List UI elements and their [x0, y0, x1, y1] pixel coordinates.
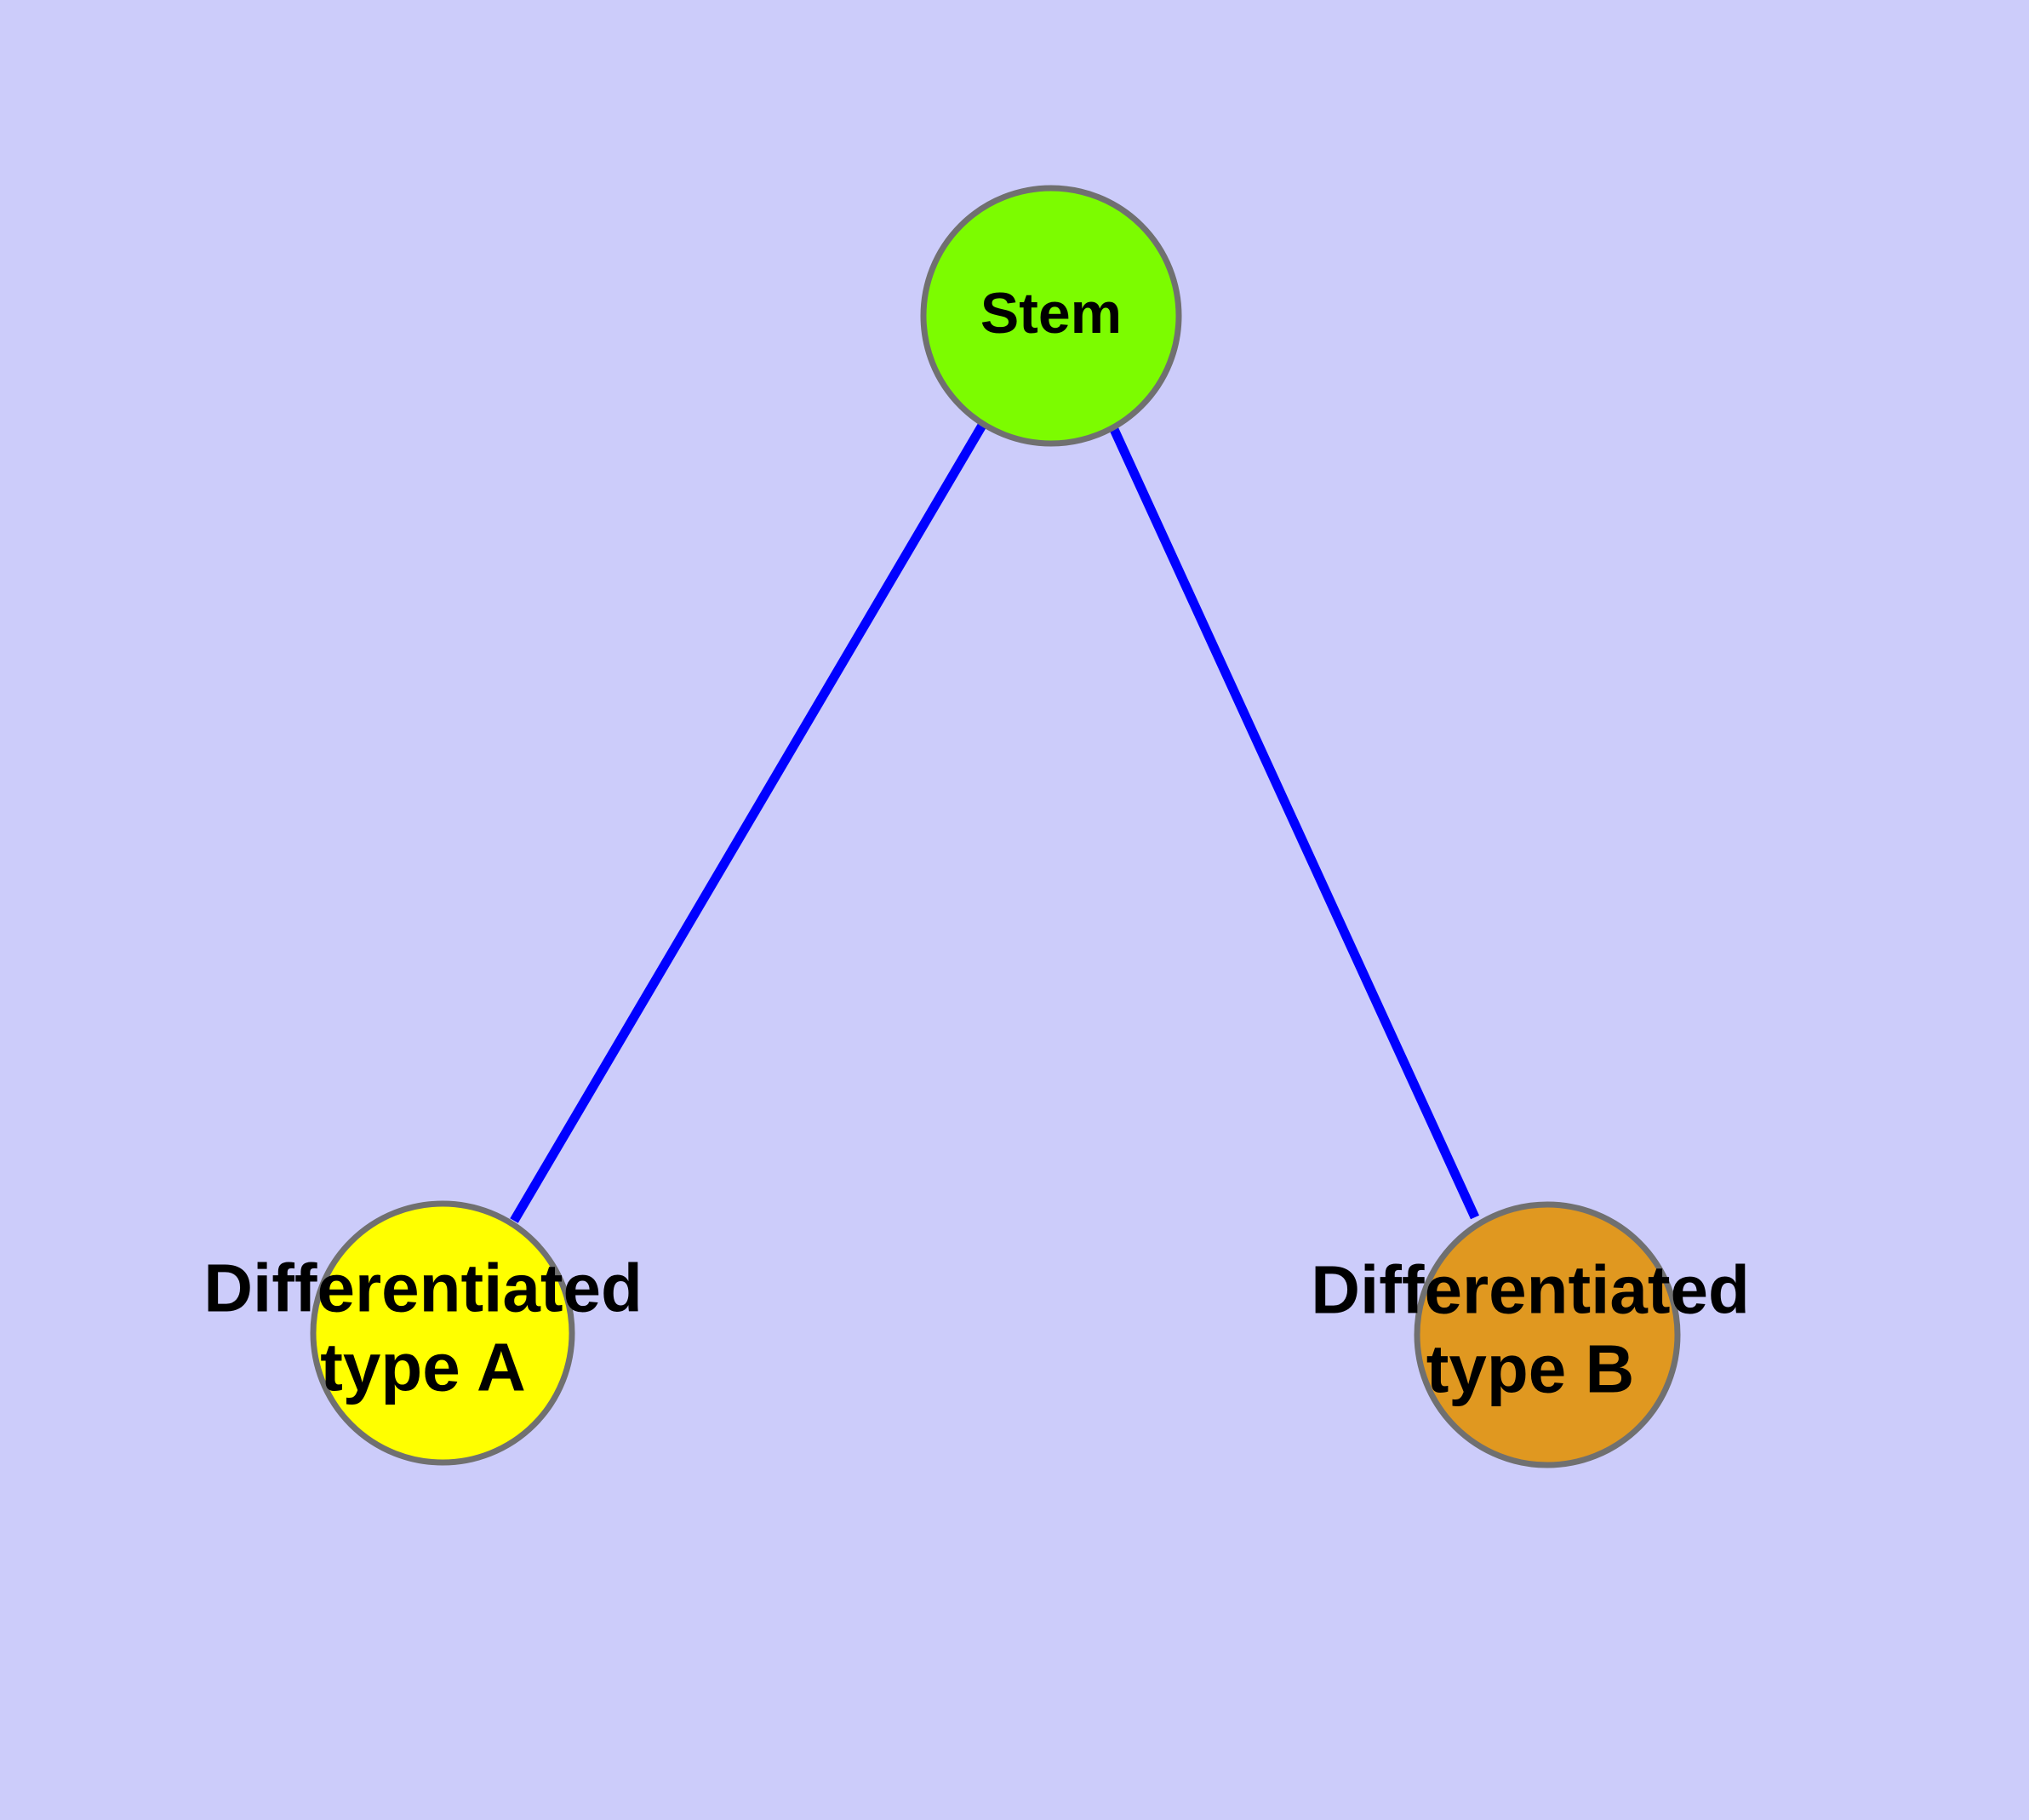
graph-node-stem[interactable]: Stem [920, 185, 1182, 447]
edges-group [510, 421, 1480, 1223]
node-circle-stem[interactable] [920, 185, 1182, 447]
node-label-stem: Stem [980, 281, 1122, 346]
node-label-line: Differentiated [203, 1251, 643, 1326]
node-label-line: Differentiated [1311, 1252, 1750, 1328]
graph-edge-stem-to-diff-b[interactable] [1107, 423, 1480, 1220]
node-label-line: type B [1426, 1331, 1635, 1407]
graph-edge-stem-to-diff-a[interactable] [510, 421, 987, 1223]
node-label-line: Stem [980, 281, 1122, 346]
node-circle-diff-a[interactable] [310, 1200, 575, 1466]
node-circle-diff-b[interactable] [1414, 1201, 1681, 1468]
node-label-line: type A [320, 1330, 526, 1405]
